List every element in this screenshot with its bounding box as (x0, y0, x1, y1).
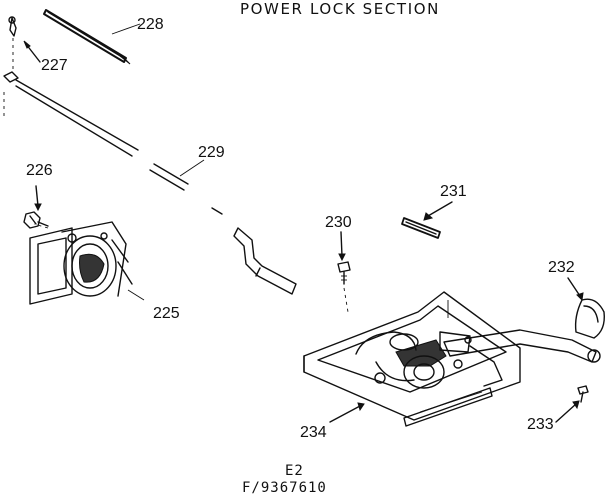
leader-230-arrow (338, 253, 346, 262)
leader-226-arrow (34, 203, 42, 212)
callout-227: 227 (41, 57, 68, 74)
leader-234-arrow (357, 402, 365, 412)
callout-226: 226 (26, 162, 53, 179)
footer-code: E2 (285, 463, 304, 479)
part-226-screw (23, 211, 49, 229)
leader-229 (179, 159, 205, 177)
part-227-clip (8, 16, 17, 72)
callout-234: 234 (300, 424, 327, 441)
callout-233: 233 (527, 416, 554, 433)
leader-233 (555, 403, 577, 423)
part-229-rod (3, 71, 297, 295)
leader-231-arrow (423, 212, 434, 221)
leader-233-arrow (572, 400, 580, 410)
part-232-knob (574, 298, 605, 339)
leader-227-arrow (23, 40, 31, 49)
leader-225 (127, 289, 145, 301)
leader-230 (340, 231, 343, 257)
part-233-screw (577, 385, 589, 403)
part-234-bracket (303, 291, 601, 427)
part-228-rod (43, 9, 131, 65)
leader-226 (35, 185, 39, 207)
diagram-title: POWER LOCK SECTION (240, 0, 440, 18)
callout-230: 230 (325, 214, 352, 231)
callout-229: 229 (198, 144, 225, 161)
leader-232-arrow (576, 292, 584, 302)
part-231-pin (401, 217, 441, 239)
callout-225: 225 (153, 305, 180, 322)
leader-234 (329, 405, 361, 423)
leader-232 (567, 277, 581, 297)
leader-231 (427, 201, 453, 217)
callout-232: 232 (548, 259, 575, 276)
callout-231: 231 (440, 183, 467, 200)
callout-228: 228 (137, 16, 164, 33)
part-225-motor (29, 221, 133, 305)
footer-figure-number: F/9367610 (242, 480, 327, 496)
leader-228 (111, 23, 141, 35)
part-230-screw (337, 261, 351, 313)
